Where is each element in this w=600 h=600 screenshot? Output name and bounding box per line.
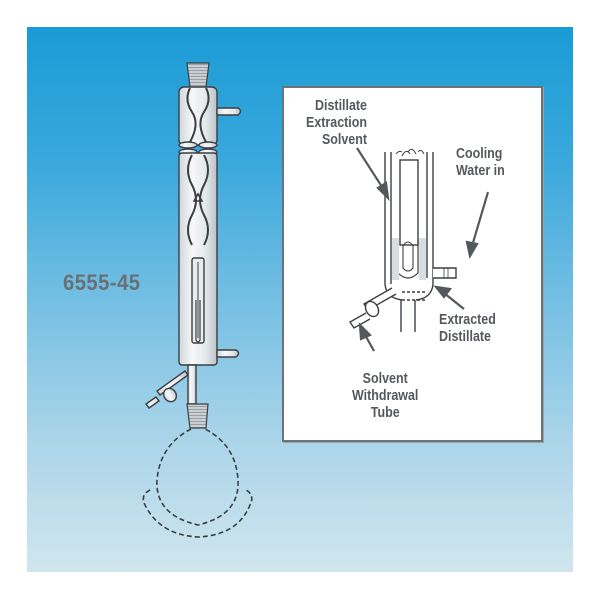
condenser-top-joint bbox=[186, 62, 210, 88]
flask-outline bbox=[142, 428, 253, 538]
lower-joint bbox=[186, 403, 209, 429]
condenser-column bbox=[178, 148, 240, 366]
label-distillate-extraction-solvent: Distillate Extraction Solvent bbox=[306, 98, 367, 148]
label-extracted-distillate: Extracted Distillate bbox=[439, 312, 496, 345]
stopcock bbox=[145, 364, 197, 409]
condenser-upper-jacket bbox=[178, 86, 242, 149]
part-number-label: 6555-45 bbox=[63, 270, 141, 295]
inset-detail-box: Distillate Extraction Solvent Cooling Wa… bbox=[282, 86, 543, 442]
inset-detail-diagram bbox=[348, 147, 490, 352]
label-cooling-water-in: Cooling Water in bbox=[456, 146, 505, 179]
label-solvent-withdrawal-tube: Solvent Withdrawal Tube bbox=[352, 371, 419, 421]
